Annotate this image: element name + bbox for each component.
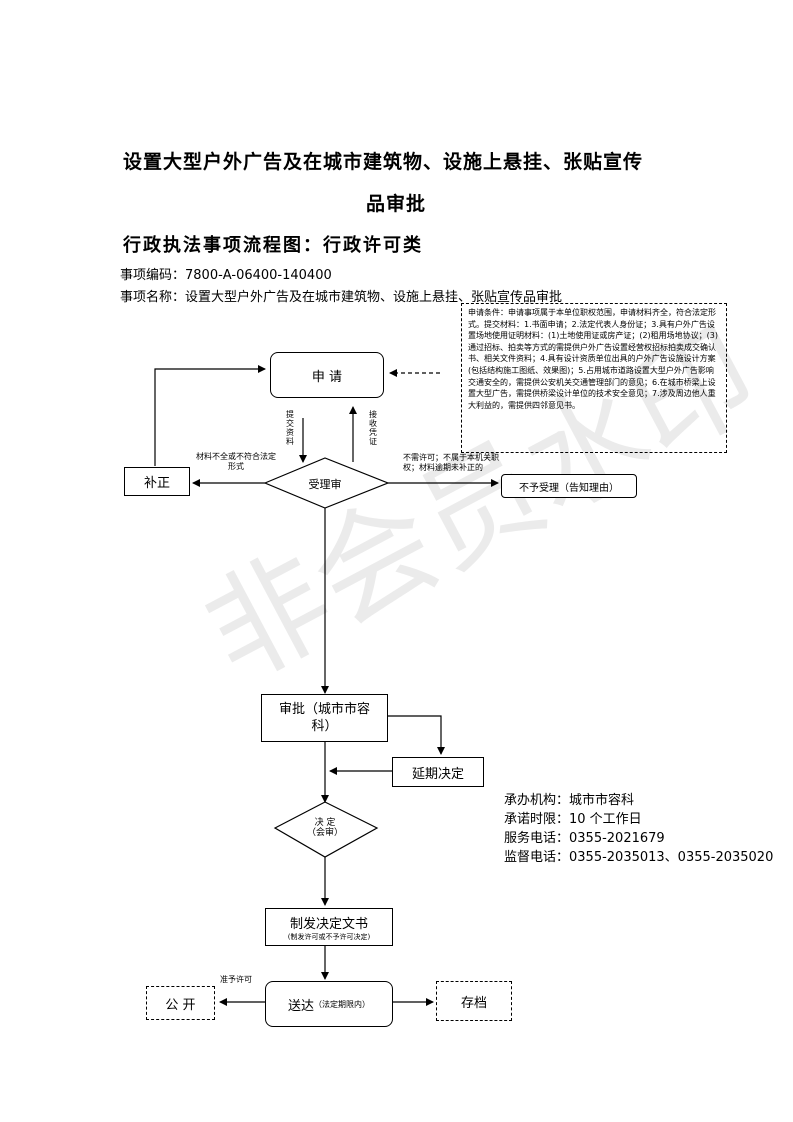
supervise-tel-line: 监督电话：0355-2035013、0355-2035020 bbox=[504, 850, 774, 865]
item-name: 事项名称：设置大型户外广告及在城市建筑物、设施上悬挂、张贴宣传品审批 bbox=[120, 290, 563, 305]
archive-node: 存档 bbox=[436, 981, 512, 1021]
reject-note: 不需许可；不属于本机关职权；材料逾期未补正的 bbox=[403, 453, 499, 472]
issue-node: 制发决定文书 (制发许可或不予许可决定) bbox=[265, 908, 393, 946]
reject-node: 不予受理（告知理由） bbox=[501, 474, 637, 498]
page-subtitle: 行政执法事项流程图：行政许可类 bbox=[123, 235, 423, 256]
supplement-label: 补正 bbox=[143, 476, 170, 491]
issue-sublabel: (制发许可或不予许可决定) bbox=[287, 932, 371, 941]
grant-note: 准予许可 bbox=[220, 975, 252, 984]
submit-materials-label: 提交资料 bbox=[286, 410, 294, 446]
publish-label: 公 开 bbox=[165, 997, 196, 1013]
reject-label: 不予受理（告知理由） bbox=[519, 482, 619, 494]
page-title-line2: 品审批 bbox=[366, 193, 427, 215]
decide-label-main: 决 定 bbox=[314, 818, 336, 828]
item-code: 事项编码：7800-A-06400-140400 bbox=[120, 268, 332, 283]
page-title-line1: 设置大型户外广告及在城市建筑物、设施上悬挂、张贴宣传 bbox=[123, 151, 644, 173]
extend-label: 延期决定 bbox=[411, 766, 464, 782]
approve-node: 审批（城市市容科） bbox=[261, 694, 388, 742]
org-line: 承办机构：城市市容科 bbox=[504, 793, 635, 808]
deliver-node: 送达 （法定期限内） bbox=[265, 981, 393, 1027]
apply-node: 申 请 bbox=[270, 352, 384, 398]
info-block: 承办机构：城市市容科 承诺时限：10 个工作日 服务电话：0355-202167… bbox=[504, 791, 773, 867]
accept-diamond bbox=[263, 457, 390, 509]
supplement-note: 材料不全或不符合法定形式 bbox=[196, 452, 276, 471]
deliver-sublabel: （法定期限内） bbox=[314, 999, 370, 1009]
archive-label: 存档 bbox=[460, 995, 487, 1011]
receive-cert-label: 接收凭证 bbox=[369, 410, 377, 446]
extend-node: 延期决定 bbox=[392, 757, 484, 787]
publish-node: 公 开 bbox=[146, 986, 215, 1020]
limit-line: 承诺时限：10 个工作日 bbox=[504, 812, 642, 827]
decide-diamond bbox=[273, 801, 379, 858]
decide-label-sub: （会审） bbox=[306, 828, 343, 838]
approve-label: 审批（城市市容科） bbox=[278, 702, 370, 734]
apply-label: 申 请 bbox=[311, 369, 343, 385]
issue-label: 制发决定文书 bbox=[289, 916, 368, 932]
decide-label: 决 定 （会审） bbox=[300, 818, 350, 838]
accept-label: 受理审 bbox=[308, 478, 342, 491]
supplement-node: 补正 bbox=[124, 467, 190, 496]
deliver-label: 送达 bbox=[287, 998, 314, 1014]
service-tel-line: 服务电话：0355-2021679 bbox=[504, 831, 665, 846]
conditions-note: 申请条件：申请事项属于本单位职权范围，申请材料齐全，符合法定形式。提交材料：1.… bbox=[461, 303, 727, 453]
